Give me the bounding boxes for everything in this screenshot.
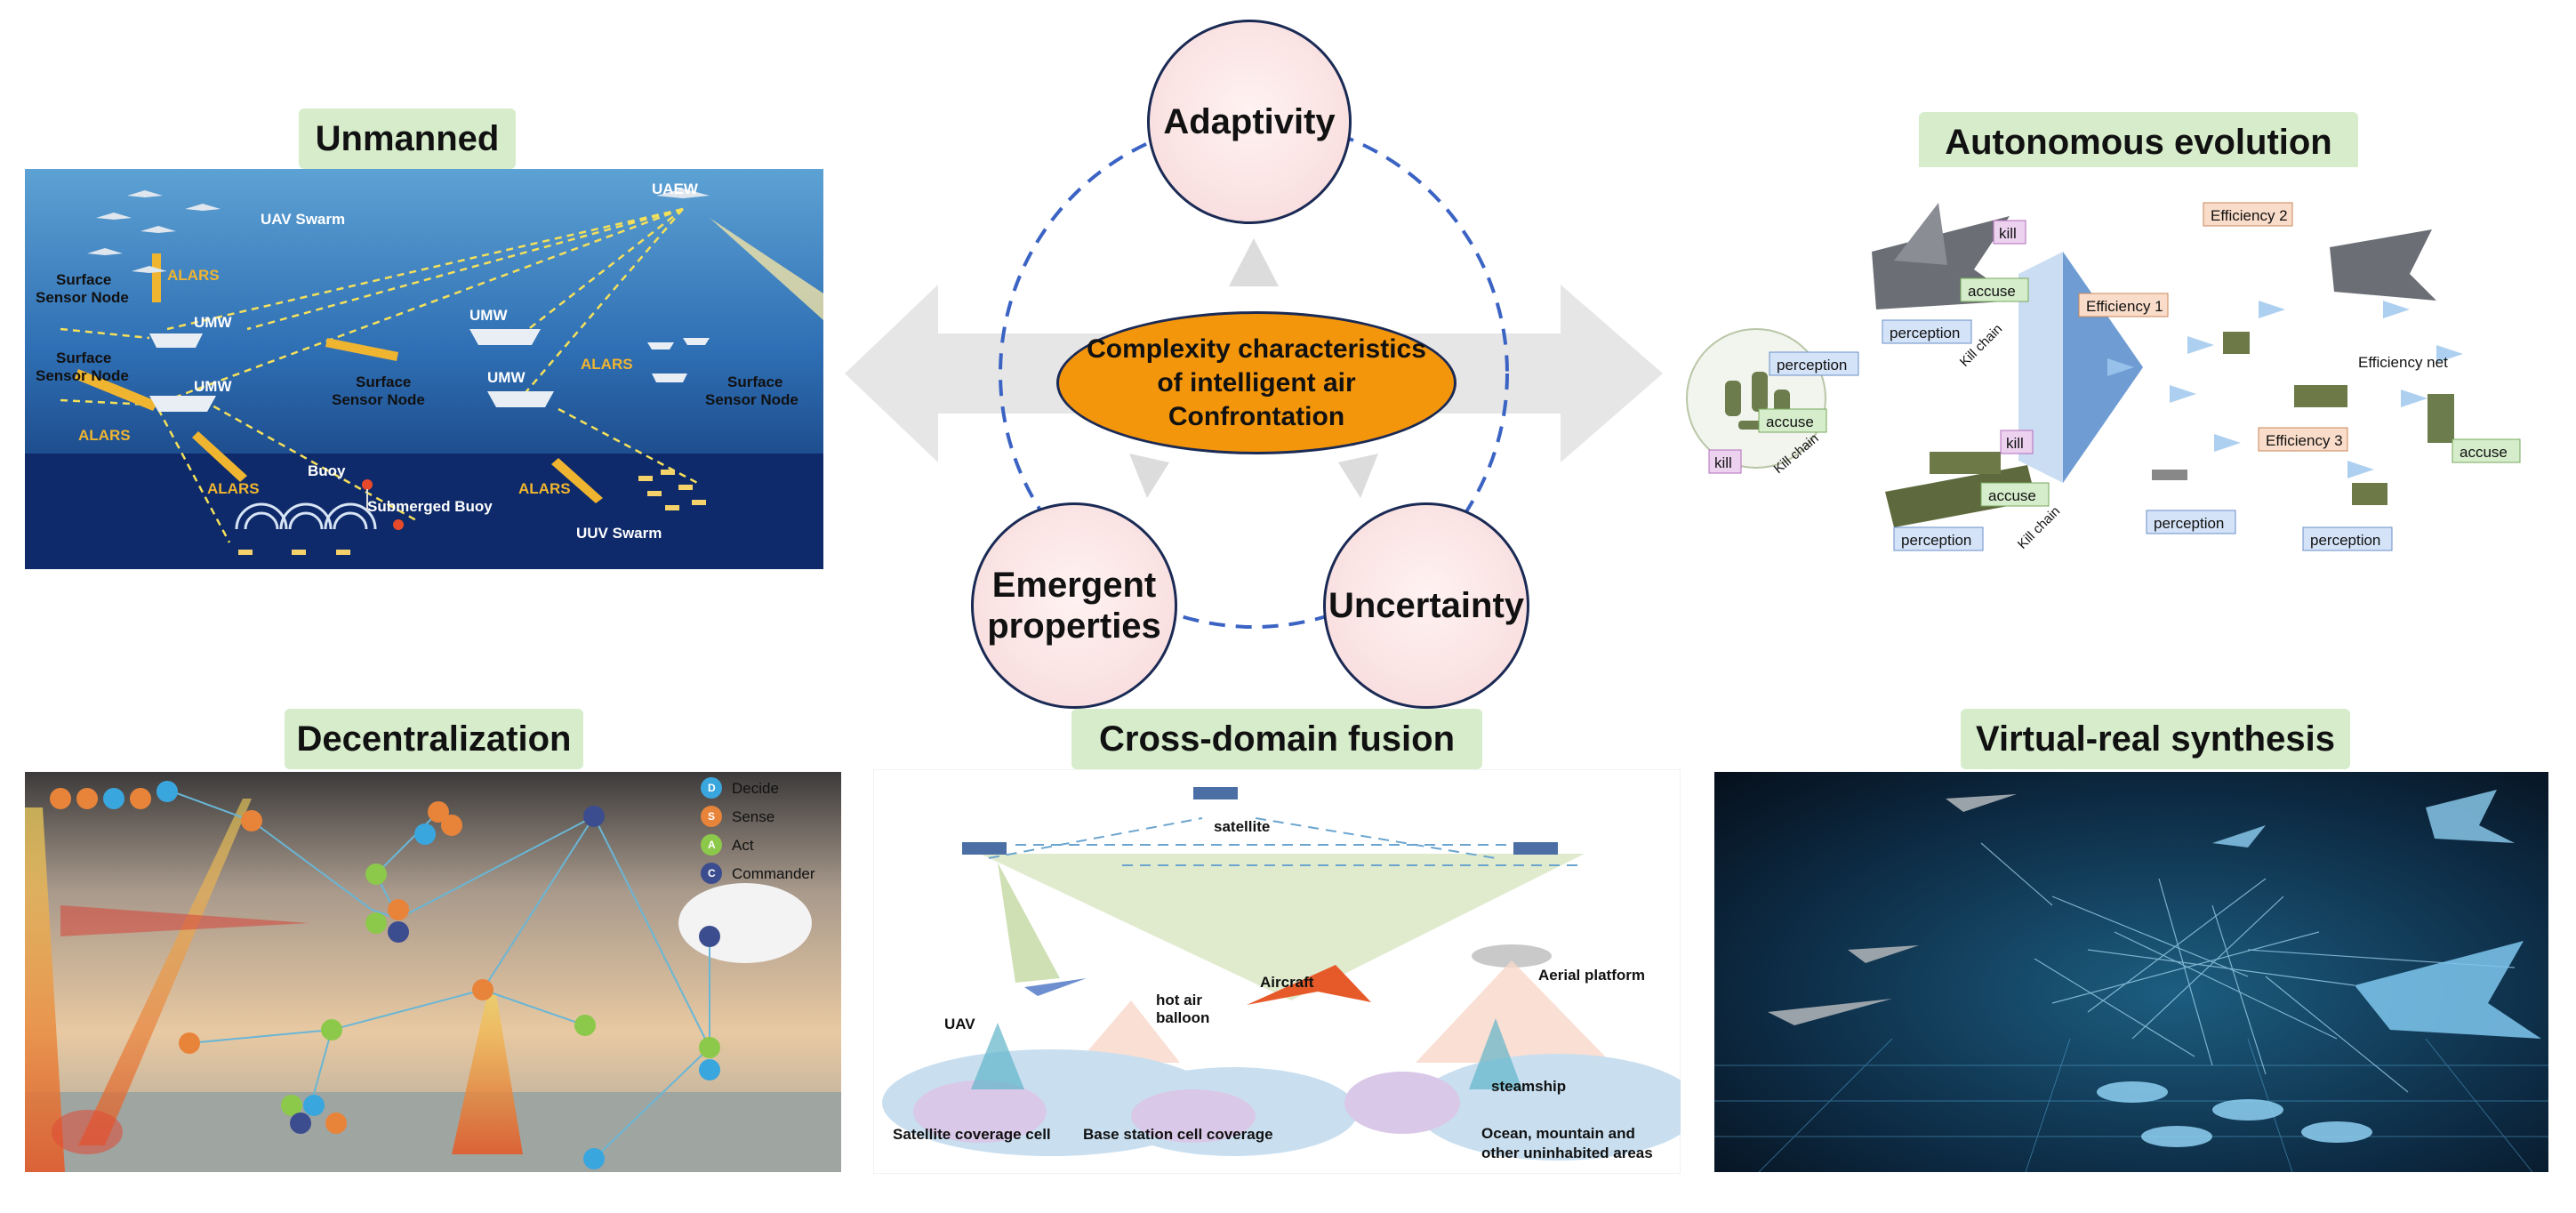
tag-accuse-2: accuse [1968, 283, 2016, 300]
steamship-label: steamship [1491, 1078, 1566, 1095]
ocean-areas-line1: Ocean, mountain and [1481, 1125, 1635, 1142]
surface-sensor-2-line1: Surface [56, 349, 111, 366]
aircraft-label: Aircraft [1260, 974, 1314, 991]
surface-sensor-4-line1: Surface [727, 374, 782, 390]
label-virtual-real-synthesis: Virtual-real synthesis [1961, 709, 2350, 769]
uaew-label: UAEW [652, 181, 699, 197]
circle-emergent: Emergent properties [971, 502, 1177, 709]
aerial-platform-label: Aerial platform [1538, 967, 1645, 984]
base-station-cell-label: Base station cell coverage [1083, 1126, 1273, 1143]
tag-accuse-1: accuse [1766, 414, 1814, 430]
circle-adaptivity: Adaptivity [1147, 20, 1352, 224]
legend-sense: Sense [732, 808, 774, 825]
legend-d-letter: D [708, 782, 716, 794]
legend-decide: Decide [732, 780, 779, 797]
label-unmanned: Unmanned [299, 108, 516, 169]
surface-sensor-2-line2: Sensor Node [36, 367, 129, 384]
tag-perception-4: perception [2154, 515, 2224, 532]
umw-label-3: UMW [194, 378, 232, 395]
label-cross-domain-fusion: Cross-domain fusion [1071, 709, 1482, 769]
legend-act: Act [732, 837, 754, 854]
autonomous-panel: perception accuse kill Kill chain percep… [1672, 167, 2548, 572]
tag-perception-3: perception [1901, 532, 1971, 549]
virtual-real-panel [1714, 772, 2548, 1172]
hot-air-balloon-line1: hot air [1156, 992, 1202, 1008]
surface-sensor-1-line1: Surface [56, 271, 111, 288]
surface-sensor-3-line2: Sensor Node [332, 391, 425, 408]
surface-sensor-1-line2: Sensor Node [36, 289, 129, 306]
tag-efficiency-2: Efficiency 2 [2211, 207, 2288, 224]
tag-perception-5: perception [2310, 532, 2380, 549]
satellite-label: satellite [1214, 818, 1270, 835]
dashed-ring [999, 118, 1509, 629]
center-complexity-ellipse: Complexity characteristics of intelligen… [1056, 311, 1457, 454]
decentralization-panel: Decide Sense Act Commander D S A C [25, 772, 841, 1172]
tag-efficiency-3: Efficiency 3 [2266, 432, 2343, 449]
alars-label-2: ALARS [78, 427, 131, 444]
surface-sensor-3-line1: Surface [356, 374, 411, 390]
submerged-buoy-label: Submerged Buoy [367, 498, 493, 515]
uav-swarm-label: UAV Swarm [261, 211, 345, 228]
tag-kill-3: kill [2006, 435, 2024, 452]
legend-commander: Commander [732, 865, 815, 882]
circle-uncertainty: Uncertainty [1323, 502, 1529, 709]
tag-kill-2: kill [1999, 225, 2017, 242]
umw-label-1: UMW [194, 314, 232, 331]
alars-label-5: ALARS [518, 480, 571, 497]
tag-accuse-4: accuse [2460, 444, 2508, 461]
alars-label-3: ALARS [207, 480, 260, 497]
tag-accuse-3: accuse [1988, 487, 2036, 504]
uav-label: UAV [944, 1016, 975, 1032]
ocean-areas-line2: other uninhabited areas [1481, 1145, 1653, 1161]
legend-c-letter: C [708, 867, 716, 880]
tag-efficiency-1: Efficiency 1 [2086, 298, 2163, 315]
legend-s-letter: S [708, 810, 715, 823]
unmanned-panel: UAV Swarm UAEW UMW UMW UMW UMW Buoy Subm… [25, 169, 823, 569]
label-autonomous-evolution: Autonomous evolution [1919, 112, 2358, 173]
legend-a-letter: A [708, 839, 716, 851]
umw-label-2: UMW [469, 307, 508, 324]
umw-label-4: UMW [487, 369, 526, 386]
buoy-label: Buoy [308, 462, 346, 479]
hot-air-balloon-line2: balloon [1156, 1009, 1209, 1026]
alars-label-1: ALARS [167, 267, 220, 284]
label-decentralization: Decentralization [285, 709, 583, 769]
alars-label-4: ALARS [581, 356, 633, 373]
tag-perception-1: perception [1777, 357, 1847, 374]
tag-kill-1: kill [1714, 454, 1732, 471]
surface-sensor-4-line2: Sensor Node [705, 391, 798, 408]
tag-perception-2: perception [1890, 325, 1960, 341]
satellite-coverage-cell-label: Satellite coverage cell [893, 1126, 1051, 1143]
cross-domain-panel: satellite Aircraft Aerial platform UAV h… [873, 769, 1681, 1174]
efficiency-net-label: Efficiency net [2358, 354, 2448, 371]
uuv-swarm-label: UUV Swarm [576, 525, 662, 542]
